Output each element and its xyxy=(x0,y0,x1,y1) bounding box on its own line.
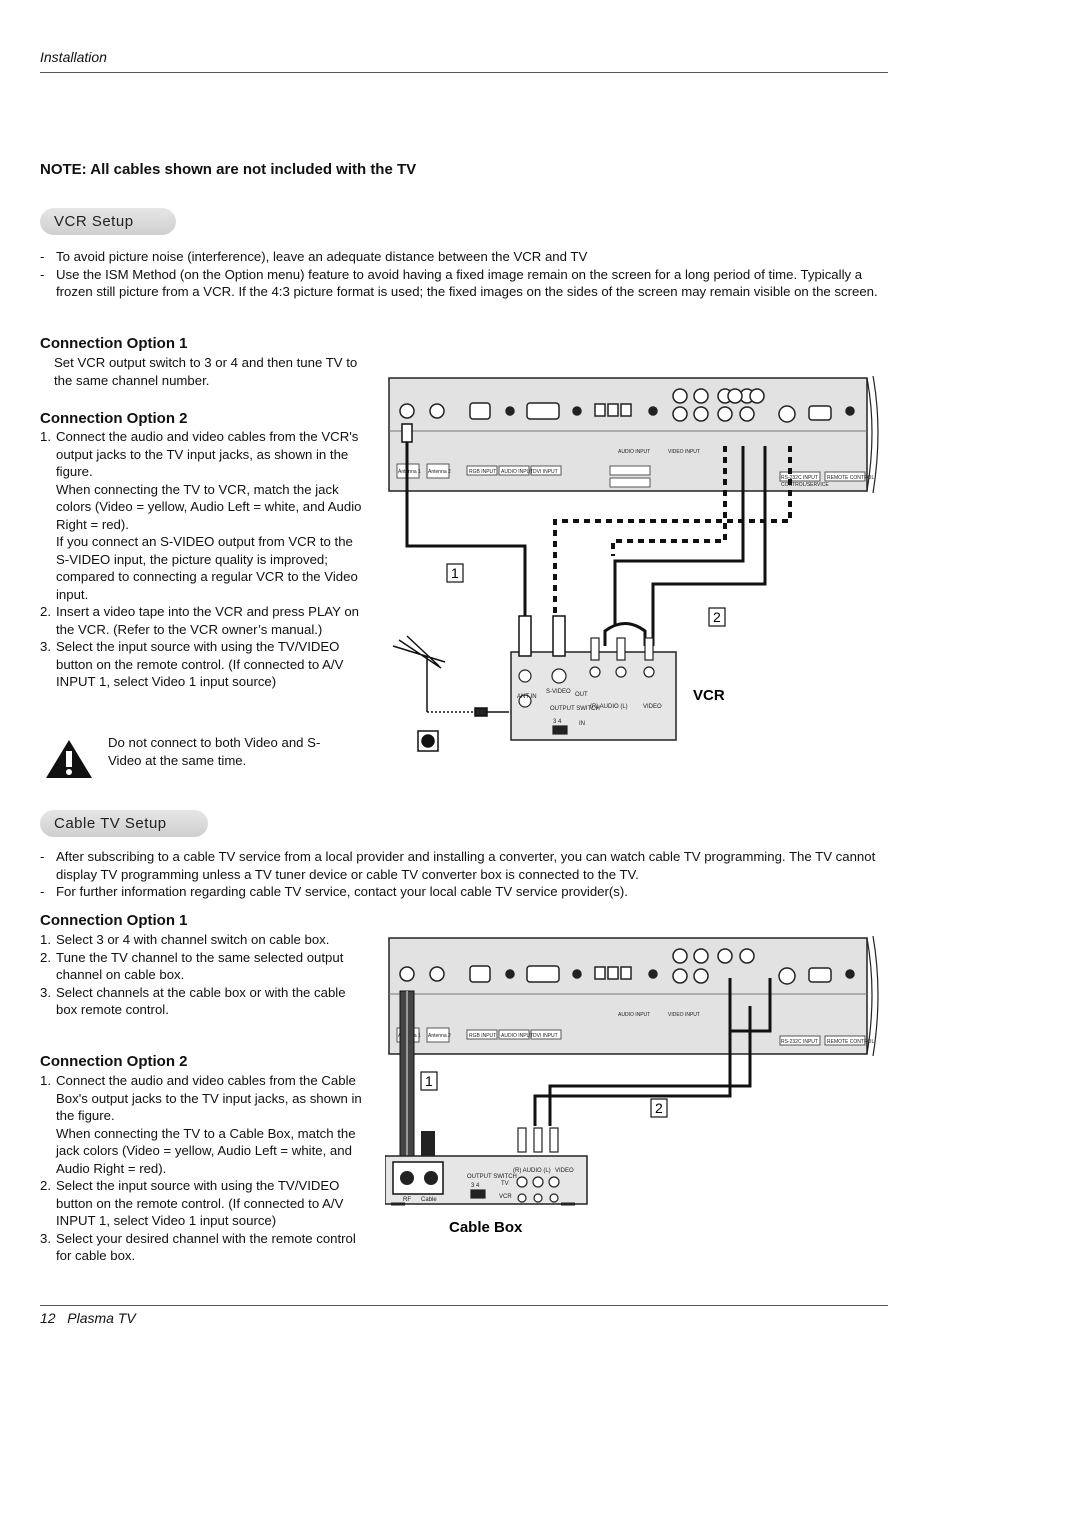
cable-connection-diagram: Antenna 1 Antenna 2 RGB INPUT AUDIO INPU… xyxy=(385,936,879,1236)
vcr-diagram-label: VCR xyxy=(693,687,725,704)
marker-2: 2 xyxy=(713,609,721,625)
panel-label: AUDIO INPUT xyxy=(618,1012,650,1018)
cable-option2-steps: 1.Connect the audio and video cables fro… xyxy=(40,1072,365,1265)
vcr-bullet: -To avoid picture noise (interference), … xyxy=(40,249,588,264)
panel-label: DVI INPUT xyxy=(533,469,558,475)
vcr-option1-heading: Connection Option 1 xyxy=(40,335,188,352)
cable-bullets: -After subscribing to a cable TV service… xyxy=(40,848,890,901)
running-header: Installation xyxy=(40,49,107,65)
box-label: 3 4 xyxy=(471,1183,480,1189)
warning-text: Do not connect to both Video and S-Video… xyxy=(108,735,321,768)
box-label: RF xyxy=(403,1197,411,1203)
warning-icon xyxy=(46,740,92,778)
panel-label: RS-232C INPUT xyxy=(781,475,818,481)
panel-label: Antenna 2 xyxy=(428,469,451,475)
list-item: 2.Select the input source with using the… xyxy=(40,1178,344,1228)
vcr-connection-diagram: Antenna 1 Antenna 2 RGB INPUT AUDIO INPU… xyxy=(388,376,879,752)
box-label: TV xyxy=(501,1181,509,1187)
panel-label: VIDEO INPUT xyxy=(668,1012,700,1018)
panel-label: AUDIO INPUT xyxy=(501,1033,533,1039)
vcr-bullet: -Use the ISM Method (on the Option menu)… xyxy=(40,266,878,300)
tv-back-panel: Antenna 1 Antenna 2 RGB INPUT AUDIO INPU… xyxy=(388,376,879,494)
vcr-label: OUT xyxy=(575,692,588,698)
cable-option1-heading: Connection Option 1 xyxy=(40,912,188,929)
vcr-setup-title: VCR Setup xyxy=(40,208,176,235)
vcr-option2-heading: Connection Option 2 xyxy=(40,410,188,427)
header-rule xyxy=(40,72,888,73)
panel-label: Antenna 2 xyxy=(428,1033,451,1039)
vcr-label: ANT IN xyxy=(517,694,537,700)
vcr-label: 3 4 xyxy=(553,719,562,725)
list-item-note: If you connect an S-VIDEO output from VC… xyxy=(56,534,358,602)
box-label: Cable xyxy=(421,1197,437,1203)
page-footer: 12 Plasma TV xyxy=(40,1310,136,1326)
marker-2: 2 xyxy=(655,1100,663,1116)
panel-label: AUDIO INPUT xyxy=(501,469,533,475)
list-item: 3.Select the input source with using the… xyxy=(40,639,344,689)
list-item: 2.Tune the TV channel to the same select… xyxy=(40,949,344,983)
cable-bullet: -For further information regarding cable… xyxy=(40,884,628,899)
vcr-label: IN xyxy=(579,721,585,727)
list-item: 1.Connect the audio and video cables fro… xyxy=(40,429,359,479)
panel-label: AUDIO INPUT xyxy=(618,449,650,455)
page-number: 12 xyxy=(40,1310,56,1326)
cable-bullet: -After subscribing to a cable TV service… xyxy=(40,849,876,882)
panel-label: RS-232C INPUT xyxy=(781,1039,818,1045)
list-item: 3.Select channels at the cable box or wi… xyxy=(40,984,346,1018)
footer-title: Plasma TV xyxy=(67,1310,136,1326)
tv-back-panel: Antenna 1 Antenna 2 RGB INPUT AUDIO INPU… xyxy=(388,936,879,1057)
marker-1: 1 xyxy=(425,1073,433,1089)
list-item: 1.Select 3 or 4 with channel switch on c… xyxy=(40,932,330,947)
vcr-label: (R) AUDIO (L) xyxy=(590,704,628,710)
marker-1: 1 xyxy=(451,565,459,581)
vcr-device: ANT IN S-VIDEO OUT (R) AUDIO (L) VIDEO O… xyxy=(510,615,677,741)
vcr-label: S-VIDEO xyxy=(546,689,571,695)
cable-option2-heading: Connection Option 2 xyxy=(40,1053,188,1070)
panel-label: CONTROL/SERVICE xyxy=(781,482,829,488)
panel-label: DVI INPUT xyxy=(533,1033,558,1039)
list-item-note: When connecting the TV to VCR, match the… xyxy=(56,481,362,532)
vcr-option2-steps: 1.Connect the audio and video cables fro… xyxy=(40,428,365,691)
vcr-bullets: -To avoid picture noise (interference), … xyxy=(40,248,890,301)
list-item: 3.Select your desired channel with the r… xyxy=(40,1230,356,1264)
box-label: VCR xyxy=(499,1194,512,1200)
panel-label: REMOTE CONTROL xyxy=(827,475,874,481)
list-item: 1.Connect the audio and video cables fro… xyxy=(40,1073,362,1123)
cable-box-device: RF Cable OUTPUT SWITCH 3 4 (R) AUDIO (L)… xyxy=(385,1127,588,1205)
panel-label: REMOTE CONTROL xyxy=(827,1039,874,1045)
list-item: 2.Insert a video tape into the VCR and p… xyxy=(40,604,360,637)
vcr-option1-text: Set VCR output switch to 3 or 4 and then… xyxy=(54,355,358,388)
note-heading: NOTE: All cables shown are not included … xyxy=(40,161,417,178)
vcr-label: VIDEO xyxy=(643,704,662,710)
panel-label: RGB INPUT xyxy=(469,1033,496,1039)
list-item-note: When connecting the TV to a Cable Box, m… xyxy=(56,1125,356,1176)
vcr-label: OUTPUT SWITCH xyxy=(550,706,600,712)
cable-option1-steps: 1.Select 3 or 4 with channel switch on c… xyxy=(40,931,365,1019)
antenna-icon xyxy=(392,635,509,752)
box-label: VIDEO xyxy=(555,1168,574,1174)
cable-setup-title: Cable TV Setup xyxy=(40,810,208,837)
panel-label: VIDEO INPUT xyxy=(668,449,700,455)
footer-rule xyxy=(40,1305,888,1306)
panel-label: RGB INPUT xyxy=(469,469,496,475)
box-label: (R) AUDIO (L) xyxy=(513,1168,551,1174)
cable-box-diagram-label: Cable Box xyxy=(449,1219,523,1236)
panel-label: Antenna 1 xyxy=(398,469,421,475)
box-label: OUTPUT SWITCH xyxy=(467,1174,517,1180)
